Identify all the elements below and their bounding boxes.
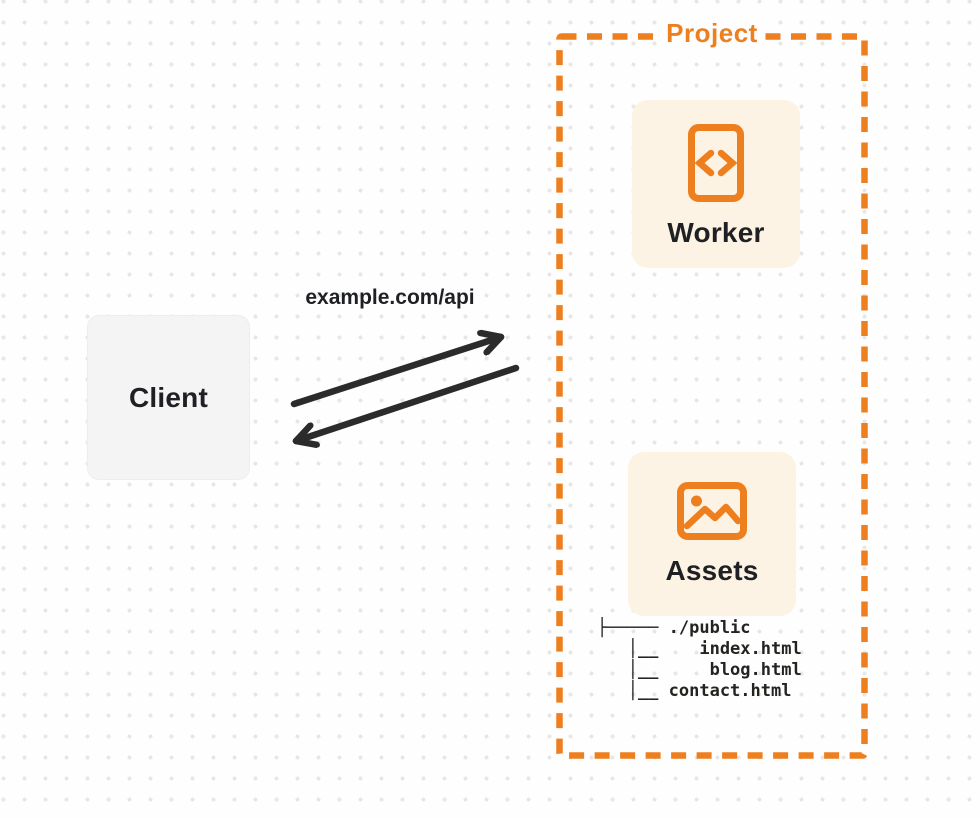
request-arrow	[290, 337, 505, 408]
response-arrow	[292, 364, 520, 441]
file-tree-line: │__ contact.html	[597, 681, 792, 701]
code-file-icon	[688, 124, 744, 202]
client-node: Client	[87, 315, 250, 480]
client-label: Client	[129, 381, 208, 413]
file-tree-line: │__ index.html	[597, 639, 802, 659]
project-label: Project	[556, 18, 868, 49]
assets-node: Assets	[628, 452, 796, 616]
worker-label: Worker	[667, 217, 765, 248]
assets-label: Assets	[665, 555, 759, 586]
request-url-label: example.com/api	[305, 286, 475, 309]
image-icon	[677, 482, 747, 540]
worker-node: Worker	[632, 100, 800, 268]
assets-file-tree: ├───── ./public │__ index.html │__ blog.…	[597, 618, 802, 702]
file-tree-line: │__ blog.html	[597, 660, 802, 680]
file-tree-line: ├───── ./public	[597, 618, 751, 638]
